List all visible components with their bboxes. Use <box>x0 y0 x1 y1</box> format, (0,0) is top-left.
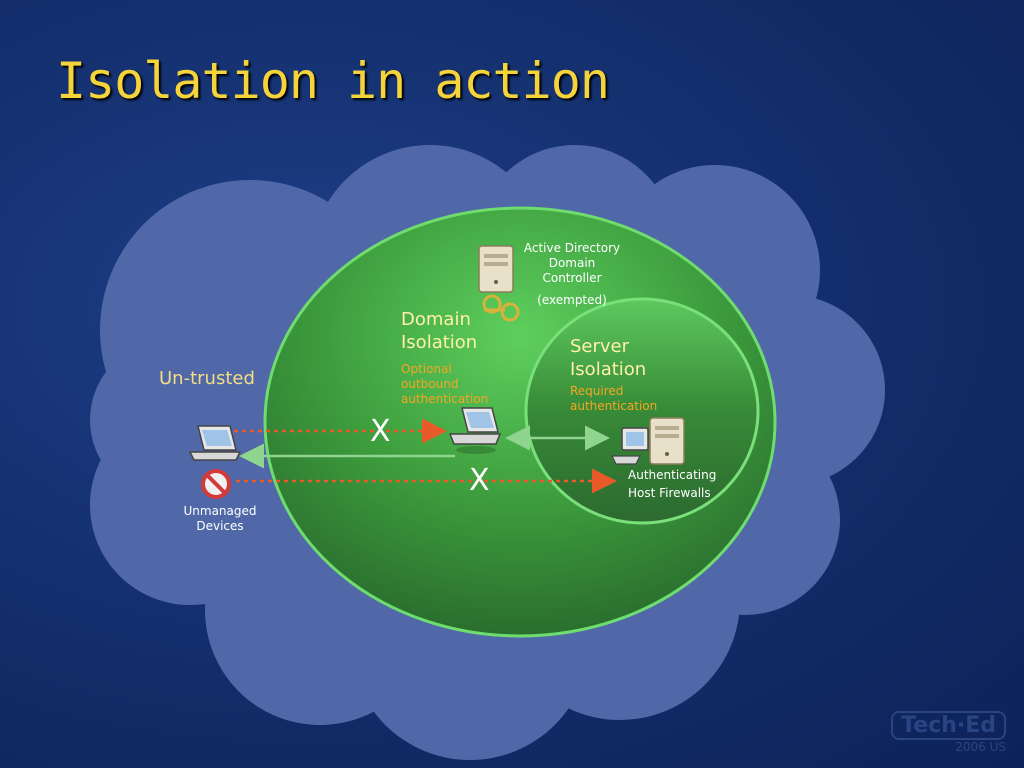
domain-note-line3: authentication <box>401 392 489 406</box>
server-note-line2: authentication <box>570 399 658 413</box>
dc-line2: Domain <box>548 256 596 270</box>
server-isolation-line1: Server <box>570 336 630 357</box>
server-isolation-zone <box>524 297 760 525</box>
domain-note-line2: outbound <box>401 377 459 391</box>
server-isolation-note: Required authentication <box>570 384 657 414</box>
teched-logo: Tech·Ed 2006 US <box>891 711 1006 754</box>
server-desktop-icon <box>611 417 685 465</box>
domain-note-line1: Optional <box>401 362 452 376</box>
unmanaged-line1: Unmanaged <box>183 504 257 518</box>
domain-laptop-icon <box>448 407 502 454</box>
untrusted-zone-label: Un-trusted <box>159 368 255 389</box>
server-isolation-line2: Isolation <box>570 359 647 380</box>
dc-note: (exempted) <box>537 293 607 307</box>
host-firewalls-label: Authenticating Host Firewalls <box>628 468 716 501</box>
dc-line3: Controller <box>542 271 602 285</box>
blocked-marker-top: X <box>370 414 391 449</box>
server-isolation-heading: Server Isolation <box>570 335 646 381</box>
domain-isolation-heading: Domain Isolation <box>401 308 477 354</box>
unmanaged-laptop-icon <box>188 425 242 461</box>
server-with-keys-icon <box>478 245 520 322</box>
host-line1: Authenticating <box>628 468 717 482</box>
domain-isolation-note: Optional outbound authentication <box>401 362 488 407</box>
teched-year: 2006 US <box>955 740 1006 754</box>
blocked-marker-bottom: X <box>469 463 490 498</box>
domain-controller-label: Active Directory Domain Controller (exem… <box>516 241 628 308</box>
host-line2: Host Firewalls <box>628 486 711 500</box>
server-note-line1: Required <box>570 384 624 398</box>
unmanaged-line2: Devices <box>196 519 244 533</box>
domain-isolation-line1: Domain <box>401 309 471 330</box>
slide-title: Isolation in action <box>56 52 610 110</box>
unmanaged-device-marker-icon <box>201 469 231 499</box>
teched-brand: Tech·Ed <box>891 711 1006 740</box>
domain-isolation-line2: Isolation <box>401 332 478 353</box>
dc-line1: Active Directory <box>523 241 621 255</box>
unmanaged-devices-label: Unmanaged Devices <box>176 504 264 534</box>
